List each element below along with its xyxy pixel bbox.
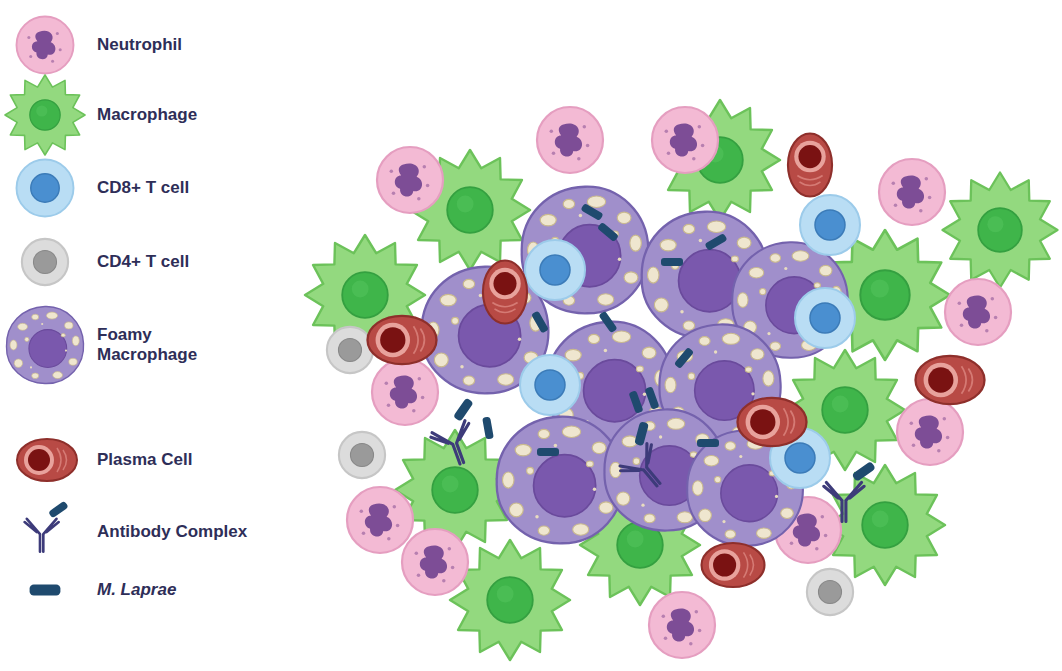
neutrophil <box>537 107 603 173</box>
bacillus <box>482 416 494 439</box>
plasma-cell-icon <box>17 439 77 481</box>
bacillus <box>628 390 643 413</box>
plasma-cell <box>483 261 527 324</box>
bacillus <box>661 258 683 266</box>
plasma-cell <box>738 398 807 446</box>
cd8-t-cell <box>525 240 585 300</box>
legend-label: Foamy Macrophage <box>97 325 209 366</box>
neutrophil-icon <box>16 16 73 73</box>
cd8-icon <box>16 160 73 217</box>
antibody-complex <box>604 418 683 498</box>
bacillus <box>597 222 619 242</box>
legend-label: Plasma Cell <box>97 450 192 470</box>
legend-label: Antibody Complex <box>97 522 247 542</box>
legend-label: Neutrophil <box>97 35 182 55</box>
antibody-icon <box>25 501 69 552</box>
neutrophil <box>652 107 718 173</box>
neutrophil <box>372 359 438 425</box>
bacillus-icon <box>30 584 61 595</box>
bacillus <box>531 310 549 333</box>
granuloma-illustration <box>305 100 1058 660</box>
cd8-t-cell <box>800 195 860 255</box>
macrophage-icon <box>5 75 85 155</box>
neutrophil <box>897 399 963 465</box>
neutrophil <box>879 159 945 225</box>
cd4-t-cell <box>339 432 385 478</box>
cd4-icon <box>22 239 68 285</box>
legend-label: Macrophage <box>97 105 197 125</box>
cd4-t-cell <box>807 569 853 615</box>
bacillus <box>644 386 659 409</box>
bacillus <box>674 347 694 369</box>
legend-label: M. Laprae <box>97 580 176 600</box>
plasma-cell <box>916 356 985 404</box>
cd8-t-cell <box>520 355 580 415</box>
cd4-t-cell <box>327 327 373 373</box>
legend-label: CD8+ T cell <box>97 178 189 198</box>
foamy-macrophage-icon <box>6 306 83 383</box>
neutrophil <box>649 592 715 658</box>
legend-label: CD4+ T cell <box>97 252 189 272</box>
plasma-cell <box>368 316 437 364</box>
neutrophil <box>945 279 1011 345</box>
legend-icons <box>5 16 85 595</box>
foamy-macrophage <box>522 187 649 314</box>
bacillus <box>580 203 603 221</box>
bacillus <box>697 439 719 447</box>
neutrophil <box>347 487 413 553</box>
bacillus <box>704 233 727 251</box>
bacillus <box>598 311 617 334</box>
plasma-cell <box>788 134 832 197</box>
plasma-cell <box>702 543 765 587</box>
macrophage <box>943 173 1058 288</box>
cd8-t-cell <box>795 288 855 348</box>
antibody-complex <box>422 396 492 471</box>
neutrophil <box>402 529 468 595</box>
neutrophil <box>377 147 443 213</box>
macrophage <box>825 465 945 585</box>
bacillus <box>537 448 559 456</box>
antibody-complex <box>824 461 876 521</box>
